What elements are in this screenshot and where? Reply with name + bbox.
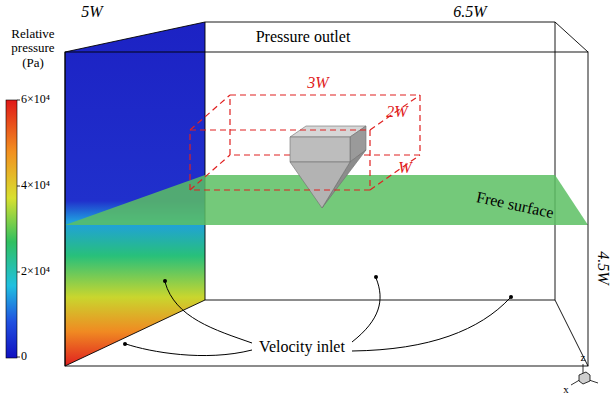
axis-label: z (581, 351, 586, 363)
colour-bar-tick: 0 (21, 350, 27, 363)
axis-label: x (563, 383, 569, 395)
dimension-label: 5W (81, 3, 102, 21)
leader-lines (126, 278, 510, 356)
domain-front-edges (65, 52, 588, 366)
axis-triad (571, 364, 598, 385)
dimension-label: 2W (386, 103, 407, 121)
colour-bar-tick: 2×10⁴ (21, 265, 50, 278)
boundary-label: Pressure outlet (256, 28, 351, 46)
colour-bar-tick: 6×10⁴ (21, 93, 50, 106)
colour-bar-tick: 4×10⁴ (21, 179, 50, 192)
refinement-box-front (190, 95, 420, 190)
dimension-label: 4.5W (594, 251, 612, 284)
colour-bar-title: Relative pressure (Pa) (2, 27, 64, 70)
dimension-label: 3W (307, 74, 328, 92)
boundary-label: Velocity inlet (259, 338, 345, 356)
dimension-label: 6.5W (453, 3, 486, 21)
hull (290, 126, 366, 208)
dimension-label: W (398, 159, 411, 177)
colour-bar-ticks (17, 100, 20, 357)
colour-bar (6, 100, 17, 358)
leader-dots (123, 275, 513, 346)
